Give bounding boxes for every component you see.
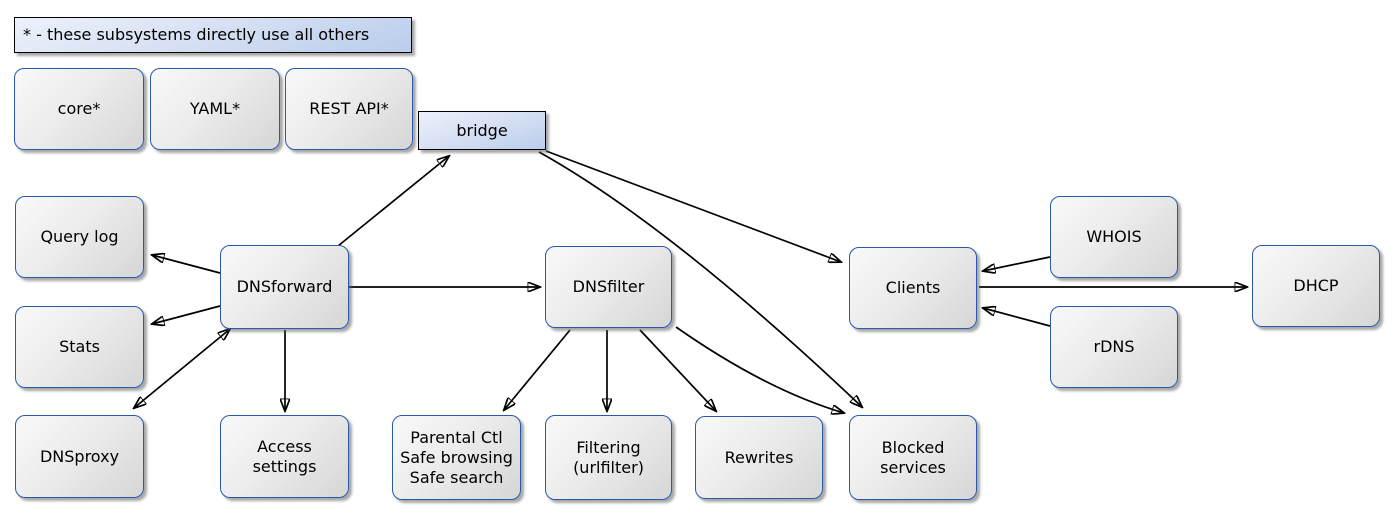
node-rewrites-label: Rewrites bbox=[724, 447, 794, 467]
node-blocked-services: Blocked services bbox=[849, 415, 977, 500]
node-rdns-label: rDNS bbox=[1093, 337, 1135, 356]
edge-dnsforward-dnsproxy bbox=[134, 329, 230, 408]
node-dnsfilter-label: DNSfilter bbox=[572, 277, 645, 296]
node-stats-label: Stats bbox=[59, 337, 100, 356]
node-access-settings: Access settings bbox=[220, 415, 349, 498]
edge-whois-clients bbox=[983, 256, 1051, 271]
node-dhcp-label: DHCP bbox=[1293, 276, 1339, 295]
node-whois-label: WHOIS bbox=[1086, 227, 1142, 246]
node-whois: WHOIS bbox=[1050, 196, 1178, 278]
node-clients-label: Clients bbox=[885, 278, 941, 297]
node-dnsfilter: DNSfilter bbox=[545, 246, 672, 328]
node-filtering-urlfilter: Filtering (urlfilter) bbox=[545, 415, 672, 500]
node-dnsproxy: DNSproxy bbox=[15, 415, 144, 498]
edge-rdns-clients bbox=[983, 308, 1051, 327]
edge-dnsforward-bridge bbox=[337, 156, 449, 247]
node-query-log-label: Query log bbox=[40, 227, 119, 246]
node-clients: Clients bbox=[849, 247, 977, 329]
node-dhcp: DHCP bbox=[1252, 245, 1380, 327]
node-yaml: YAML* bbox=[150, 68, 280, 150]
node-parental-safebrowsing-safesearch: Parental Ctl Safe browsing Safe search bbox=[392, 415, 521, 500]
node-yaml-label: YAML* bbox=[189, 99, 241, 118]
node-stats: Stats bbox=[15, 306, 144, 388]
node-query-log: Query log bbox=[15, 196, 144, 278]
node-rewrites: Rewrites bbox=[695, 416, 823, 499]
node-rdns: rDNS bbox=[1050, 306, 1178, 388]
legend-note: * - these subsystems directly use all ot… bbox=[14, 17, 412, 53]
node-bridge: bridge bbox=[418, 111, 546, 150]
node-dnsproxy-label: DNSproxy bbox=[39, 446, 120, 466]
node-blocked-services-label: Blocked services bbox=[880, 437, 946, 477]
node-access-settings-label: Access settings bbox=[252, 436, 317, 476]
edge-dnsfilter-rewrites bbox=[639, 329, 716, 411]
node-filtering-label: Filtering (urlfilter) bbox=[573, 437, 644, 477]
edge-dnsforward-query-log bbox=[152, 255, 221, 274]
node-core-label: core* bbox=[57, 99, 101, 118]
node-rest-api: REST API* bbox=[285, 68, 413, 150]
node-rest-api-label: REST API* bbox=[309, 99, 389, 118]
edge-dnsfilter-parental bbox=[504, 329, 571, 410]
node-dnsforward: DNSforward bbox=[220, 245, 349, 329]
node-parental-label: Parental Ctl Safe browsing Safe search bbox=[400, 427, 513, 487]
edge-dnsforward-stats bbox=[152, 305, 221, 324]
edge-dnsfilter-blocked-services bbox=[675, 326, 844, 413]
node-bridge-label: bridge bbox=[456, 120, 508, 140]
node-core: core* bbox=[14, 68, 144, 150]
legend-text: * - these subsystems directly use all ot… bbox=[23, 25, 370, 44]
node-dnsforward-label: DNSforward bbox=[236, 277, 333, 296]
